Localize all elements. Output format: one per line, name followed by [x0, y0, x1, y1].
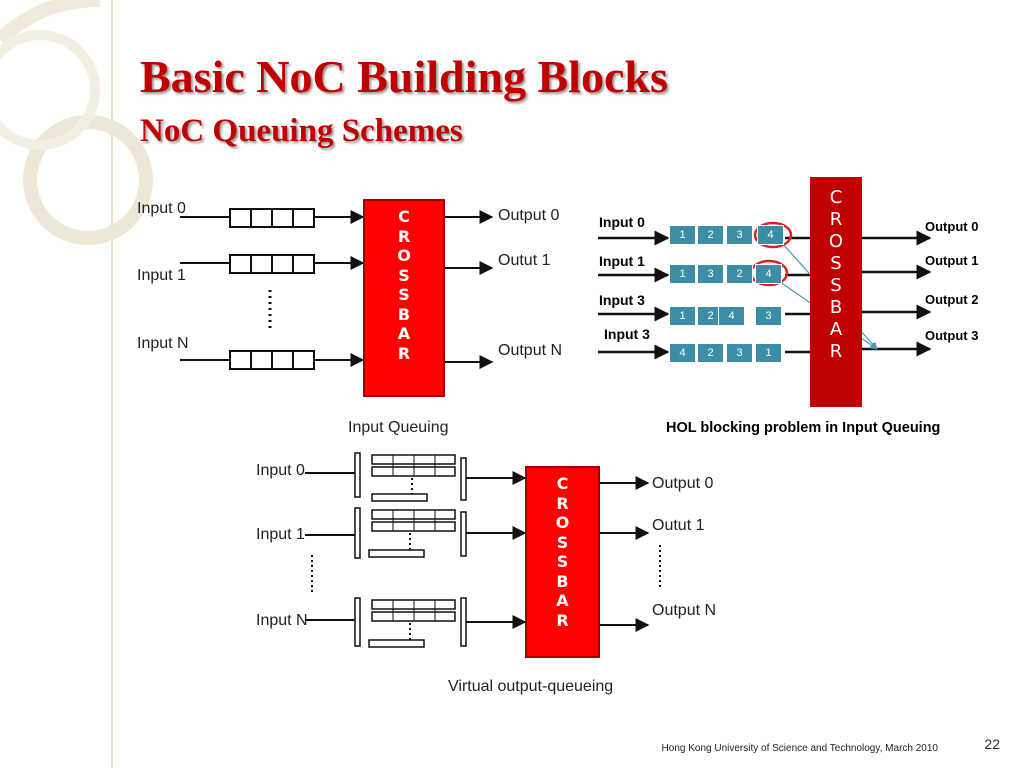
- hol-queue-cell: 3: [755, 306, 782, 326]
- crossbar-letter: C: [556, 474, 569, 493]
- hol-caption: HOL blocking problem in Input Queuing: [666, 420, 941, 436]
- voq-output-label: Output N: [652, 602, 717, 619]
- hol-queue-cell: 3: [697, 264, 724, 284]
- hol-queue-cell: 2: [726, 264, 753, 284]
- crossbar-letter: R: [829, 209, 843, 230]
- hol-output-label: Output 0: [925, 219, 979, 234]
- voq-input-label: Input 0: [256, 462, 305, 479]
- crossbar-letter: S: [556, 532, 569, 552]
- crossbar-letter: S: [398, 285, 410, 304]
- crossbar-letter: B: [397, 304, 411, 324]
- hol-queue-cell: 2: [697, 225, 724, 245]
- hol-queue-cell: 4: [669, 343, 696, 363]
- hol-output-label: Output 2: [925, 292, 979, 307]
- hol-input-label: Input 3: [604, 326, 650, 342]
- hol-input-label: Input 0: [599, 214, 645, 230]
- hol-queue-cell: 1: [669, 306, 696, 326]
- crossbar-letter: S: [830, 253, 842, 274]
- crossbar-letter: R: [829, 341, 843, 362]
- hol-queue-cell: 4: [718, 306, 745, 326]
- iq-input-label: Input 1: [137, 267, 186, 284]
- crossbar-letter: S: [830, 275, 842, 296]
- voq-input-label: Input N: [256, 612, 308, 629]
- hol-queue-cell: 1: [669, 225, 696, 245]
- voq-output-label: Output 0: [652, 475, 714, 492]
- hol-queue-cell: 1: [669, 264, 696, 284]
- crossbar-letter: S: [556, 552, 569, 571]
- hol-output-label: Output 3: [925, 328, 979, 343]
- crossbar-letter: B: [556, 571, 569, 591]
- crossbar-letter: A: [829, 319, 843, 340]
- crossbar-letter: R: [556, 610, 569, 630]
- iq-output-label: Outut 1: [498, 252, 551, 269]
- crossbar-letter: C: [829, 187, 843, 208]
- hol-queue-cell: 4: [757, 225, 784, 245]
- crossbar-letter: A: [556, 591, 569, 610]
- crossbar-letter: S: [398, 265, 410, 285]
- slide-subtitle: NoC Queuing Schemes: [140, 113, 463, 149]
- iq-input-label: Input 0: [137, 200, 186, 217]
- crossbar-letter: B: [829, 297, 843, 318]
- hol-queue-cell: 3: [726, 343, 753, 363]
- hol-queue-cell: 3: [726, 225, 753, 245]
- hol-highlight-circle: [753, 221, 793, 249]
- voq-input-label: Input 1: [256, 526, 305, 543]
- iq-output-label: Output 0: [498, 207, 560, 224]
- crossbar-letter: R: [397, 226, 411, 246]
- hol-output-label: Output 1: [925, 253, 979, 268]
- crossbar-letter: O: [555, 513, 570, 532]
- slide-title: Basic NoC Building Blocks: [140, 51, 668, 102]
- crossbar-letter: O: [828, 231, 844, 252]
- hol-queue-cell: 2: [697, 343, 724, 363]
- hol-queue-cell: 4: [755, 264, 782, 284]
- iq-caption: Input Queuing: [348, 419, 449, 436]
- iq-input-label: Input N: [137, 335, 189, 352]
- slide-footer: Hong Kong University of Science and Tech…: [661, 743, 938, 754]
- hol-input-label: Input 1: [599, 253, 645, 269]
- voq-caption: Virtual output-queueing: [448, 678, 614, 695]
- voq-output-label: Outut 1: [652, 517, 705, 534]
- crossbar-letter: R: [556, 493, 569, 513]
- page-number: 22: [984, 736, 1000, 752]
- crossbar-letter: A: [397, 324, 411, 343]
- iq-output-label: Output N: [498, 342, 563, 359]
- hol-queue-cell: 1: [755, 343, 782, 363]
- crossbar-letter: C: [398, 207, 410, 226]
- crossbar-letter: O: [397, 246, 411, 265]
- crossbar-letter: R: [397, 343, 411, 363]
- hol-input-label: Input 3: [599, 292, 645, 308]
